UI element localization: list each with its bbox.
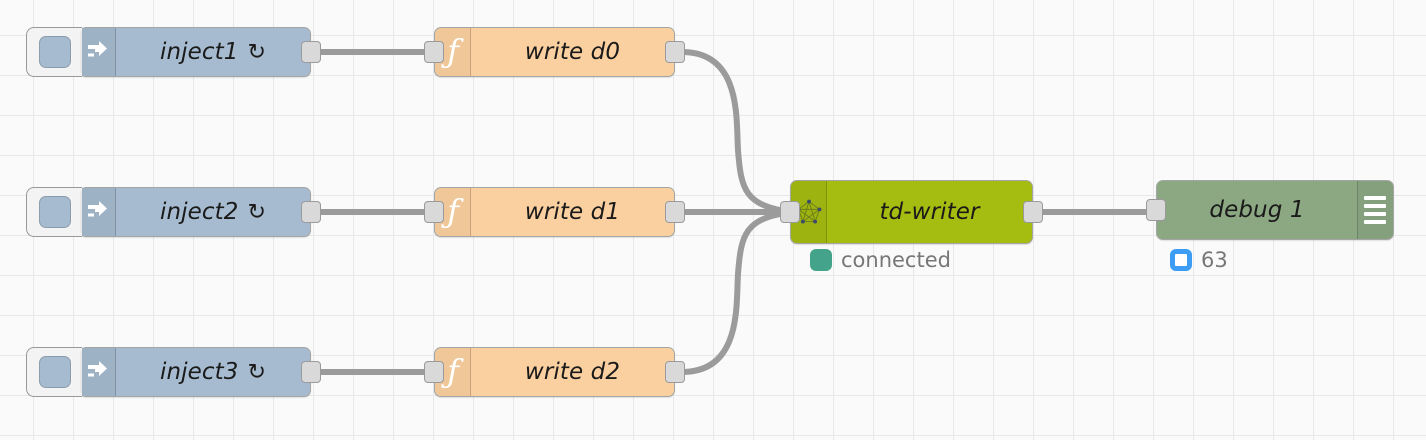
inject3-trigger-button[interactable]: [26, 347, 82, 397]
inject-arrow-icon: [80, 348, 116, 396]
inject-arrow-icon: [80, 188, 116, 236]
td-writer-label: td-writer: [879, 199, 980, 225]
write-d0-output-port[interactable]: [665, 41, 685, 63]
debug-1-status-text: 63: [1201, 248, 1228, 272]
status-connected-indicator: [810, 249, 832, 271]
node-write-d1[interactable]: ƒ write d1: [424, 187, 685, 237]
inject3-label-text: inject3: [159, 359, 239, 385]
write-d1-label: write d1: [524, 199, 621, 225]
debug-bars-glyph: [1364, 196, 1386, 224]
inject3-output-port[interactable]: [301, 361, 321, 383]
inject1-trigger-button[interactable]: [26, 27, 82, 77]
svg-text:ƒ: ƒ: [441, 35, 464, 69]
debug-1-input-port[interactable]: [1146, 199, 1166, 221]
node-debug-1[interactable]: debug 1: [1146, 180, 1394, 240]
svg-text:ƒ: ƒ: [441, 355, 464, 389]
inject3-repeat-icon: ↻: [247, 359, 267, 385]
debug-1-label: debug 1: [1209, 197, 1305, 223]
inject2-trigger-button[interactable]: [26, 187, 82, 237]
node-td-writer[interactable]: td-writer: [780, 180, 1043, 244]
debug-bars-icon: [1357, 181, 1393, 239]
write-d1-output-port[interactable]: [665, 201, 685, 223]
write-d2-label: write d2: [524, 359, 621, 385]
inject2-repeat-icon: ↻: [247, 199, 267, 225]
td-writer-status: connected: [810, 248, 951, 272]
inject-trigger-knob: [38, 196, 71, 228]
td-writer-status-text: connected: [841, 248, 951, 272]
node-inject1[interactable]: inject1 ↻: [26, 27, 321, 77]
write-d0-label: write d0: [524, 39, 621, 65]
svg-text:ƒ: ƒ: [441, 195, 464, 229]
write-d1-input-port[interactable]: [424, 201, 444, 223]
inject2-label-text: inject2: [159, 199, 239, 225]
inject2-output-port[interactable]: [301, 201, 321, 223]
node-write-d0[interactable]: ƒ write d0: [424, 27, 685, 77]
node-inject2[interactable]: inject2 ↻: [26, 187, 321, 237]
inject1-repeat-icon: ↻: [247, 39, 267, 65]
inject3-label: inject3 ↻: [116, 348, 310, 396]
inject-arrow-icon: [80, 28, 116, 76]
inject1-output-port[interactable]: [301, 41, 321, 63]
inject-trigger-knob: [38, 36, 71, 68]
node-write-d2[interactable]: ƒ write d2: [424, 347, 685, 397]
write-d2-input-port[interactable]: [424, 361, 444, 383]
inject1-label: inject1 ↻: [116, 28, 310, 76]
debug-1-status: 63: [1170, 248, 1228, 272]
wire-write-d2-to-td-writer: [679, 209, 795, 375]
inject1-label-text: inject1: [159, 39, 239, 65]
inject2-label: inject2 ↻: [116, 188, 310, 236]
status-count-indicator: [1170, 249, 1192, 271]
td-writer-output-port[interactable]: [1023, 201, 1043, 223]
wire-write-d0-to-td-writer: [679, 49, 795, 215]
inject-trigger-knob: [38, 356, 71, 388]
write-d2-output-port[interactable]: [665, 361, 685, 383]
write-d0-input-port[interactable]: [424, 41, 444, 63]
node-inject3[interactable]: inject3 ↻: [26, 347, 321, 397]
function-f-icon: ƒ: [435, 28, 471, 76]
td-writer-input-port[interactable]: [780, 201, 800, 223]
